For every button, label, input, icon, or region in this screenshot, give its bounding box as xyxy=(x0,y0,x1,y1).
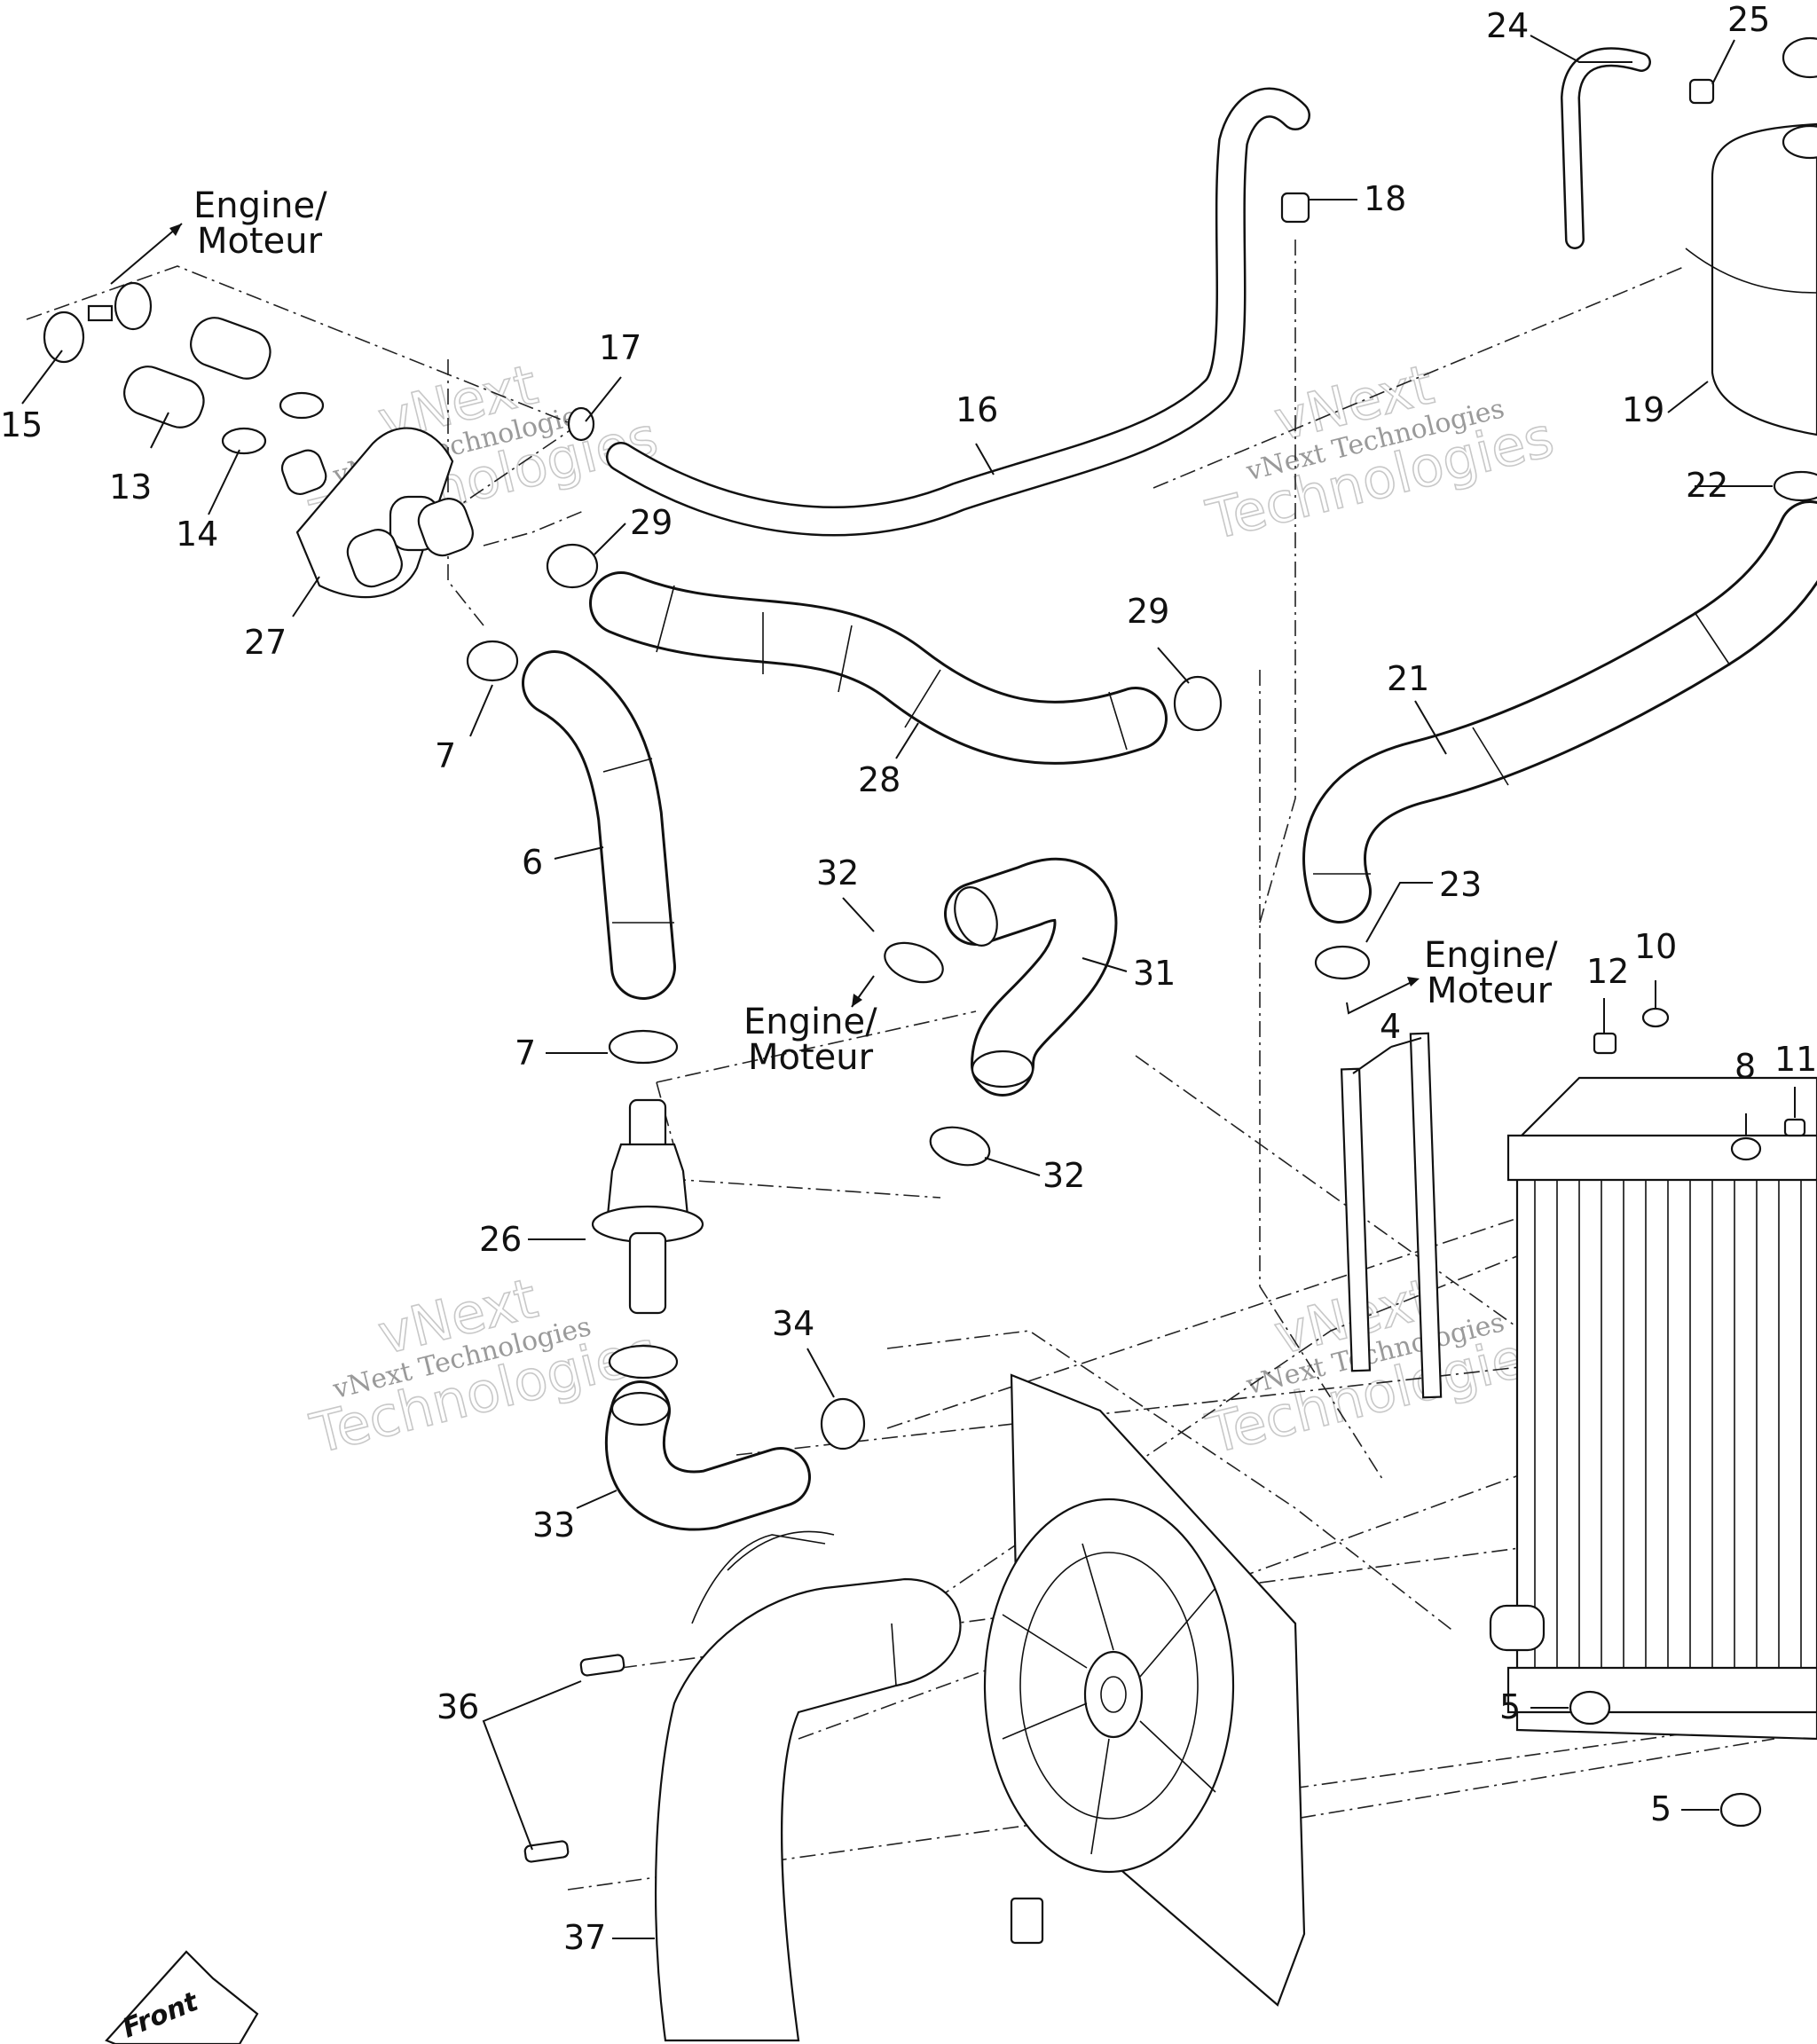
callout-21: 21 xyxy=(1387,659,1429,698)
callout-23: 23 xyxy=(1439,865,1482,904)
thermostat-housing-27 xyxy=(280,427,474,599)
nut-12 xyxy=(1593,1032,1617,1055)
clamp-22 xyxy=(1773,470,1817,502)
callout-7a: 7 xyxy=(435,736,456,775)
clamp-23 xyxy=(1314,945,1371,980)
callout-5a: 5 xyxy=(1499,1687,1521,1726)
callout-27: 27 xyxy=(244,623,287,662)
callout-16: 16 xyxy=(956,390,998,429)
callout-36: 36 xyxy=(437,1687,479,1726)
coolant-reservoir-19 xyxy=(1685,36,1817,436)
svg-text:Engine/: Engine/ xyxy=(743,1002,877,1042)
clamp-7-upper xyxy=(466,640,519,682)
clamp-32-upper xyxy=(884,941,944,984)
callout-18: 18 xyxy=(1364,179,1406,218)
callout-4: 4 xyxy=(1380,1007,1401,1046)
callout-11: 11 xyxy=(1774,1040,1817,1079)
callout-10: 10 xyxy=(1634,927,1677,966)
leader-lines xyxy=(21,35,1796,1939)
callout-37: 37 xyxy=(563,1918,606,1957)
watermark-bottom-right: vNext Technologies vNext Technologies xyxy=(1200,1265,1561,1467)
callout-26: 26 xyxy=(479,1220,522,1259)
callout-31: 31 xyxy=(1133,954,1176,993)
cap-25 xyxy=(1688,78,1715,105)
clamp-34 xyxy=(820,1397,866,1450)
svg-text:Moteur: Moteur xyxy=(197,221,323,262)
thermostat-26 xyxy=(591,1098,704,1315)
callout-5b: 5 xyxy=(1650,1789,1671,1828)
washer-10 xyxy=(1641,1007,1670,1028)
nut-11 xyxy=(1783,1118,1806,1137)
callout-12: 12 xyxy=(1586,952,1629,991)
callout-19: 19 xyxy=(1622,390,1664,429)
callout-22: 22 xyxy=(1686,466,1728,505)
svg-text:Moteur: Moteur xyxy=(1427,971,1553,1011)
bolt-36-lower xyxy=(523,1840,570,1863)
bolt-36-upper xyxy=(579,1654,625,1677)
callout-28: 28 xyxy=(858,760,901,799)
callout-7b: 7 xyxy=(515,1034,536,1073)
clamp-lower-26 xyxy=(608,1344,679,1380)
grommet-5-lower xyxy=(1719,1792,1762,1828)
hose-21 xyxy=(1302,500,1817,924)
engine-direction-1: Engine/ Moteur xyxy=(110,185,327,285)
callout-33: 33 xyxy=(532,1505,575,1545)
clamp-14 xyxy=(221,391,325,455)
callout-15: 15 xyxy=(0,405,43,444)
hose-24 xyxy=(1560,47,1651,249)
hose-33 xyxy=(604,1380,811,1531)
clamp-7-lower xyxy=(608,1029,679,1065)
callout-6: 6 xyxy=(522,843,543,882)
hose-31 xyxy=(944,858,1118,1097)
svg-text:Moteur: Moteur xyxy=(748,1037,874,1078)
fitting-17 xyxy=(567,406,595,442)
engine-direction-2: Engine/ Moteur xyxy=(743,975,877,1078)
callout-29b: 29 xyxy=(1127,592,1169,631)
washer-8 xyxy=(1730,1136,1762,1161)
grommet-5-upper xyxy=(1569,1690,1611,1726)
radiator xyxy=(1489,1076,1817,1741)
callout-34: 34 xyxy=(772,1304,814,1343)
svg-text:Engine/: Engine/ xyxy=(193,185,327,226)
callout-13: 13 xyxy=(109,468,152,507)
engine-tubes-13 xyxy=(123,317,271,428)
hose-16 xyxy=(606,87,1310,537)
hose-6 xyxy=(522,650,676,1000)
callout-25: 25 xyxy=(1727,0,1770,39)
callout-14: 14 xyxy=(176,515,218,554)
callout-8: 8 xyxy=(1734,1047,1756,1086)
callout-32b: 32 xyxy=(1042,1156,1085,1195)
radiator-fins xyxy=(1534,1180,1802,1668)
callout-numbers: 24 25 18 17 16 15 13 14 27 29 29 7 28 21… xyxy=(0,0,1817,1957)
clamp-29-upper xyxy=(546,543,599,589)
callout-32a: 32 xyxy=(816,853,859,892)
hose-28 xyxy=(589,571,1168,765)
clamp-32-lower xyxy=(929,1126,991,1167)
air-duct-37 xyxy=(655,1530,962,2042)
cooling-fan xyxy=(983,1373,1306,2007)
clamp-29-right xyxy=(1173,675,1223,732)
front-direction-arrow: Front xyxy=(105,1950,259,2044)
callout-17: 17 xyxy=(599,328,641,367)
svg-text:Engine/: Engine/ xyxy=(1424,935,1558,976)
engine-direction-3: Engine/ Moteur xyxy=(1346,935,1558,1015)
seal-strips-4 xyxy=(1340,1032,1443,1399)
callout-24: 24 xyxy=(1486,6,1529,45)
clamp-15 xyxy=(43,281,153,364)
fitting-18 xyxy=(1280,192,1310,224)
callout-29a: 29 xyxy=(630,503,673,542)
